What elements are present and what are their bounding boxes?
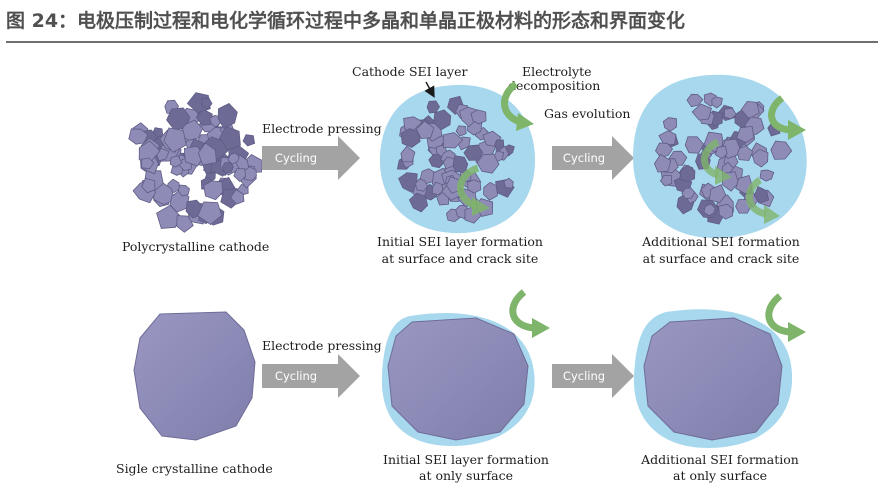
crystal-grain — [736, 125, 755, 143]
initial-sei-single-particle — [381, 312, 535, 446]
sei-pointer-arrow — [424, 81, 435, 98]
crystal-grain — [770, 140, 793, 160]
crystal-grain — [476, 153, 500, 174]
crystal-grain — [195, 108, 213, 126]
crystal-grain — [653, 153, 672, 173]
crystal-grain — [463, 144, 484, 161]
crystal-grain — [242, 134, 256, 147]
cycling-label-bottom-1: Cycling — [275, 369, 317, 383]
crystal-grain — [141, 177, 156, 194]
cycling-arrow-top-2: Cycling — [552, 136, 634, 180]
crystal-grain — [470, 109, 487, 125]
caption-additional-sei-top-2: at surface and crack site — [643, 251, 800, 266]
electrolyte-arrow-top-mid — [501, 81, 534, 131]
crystal-grain — [740, 100, 760, 119]
crystal-grain — [723, 107, 737, 120]
crystal-grain — [442, 132, 464, 149]
crystal-grain — [141, 157, 155, 170]
caption-initial-sei-top-2: at surface and crack site — [382, 251, 539, 266]
crystal-grain — [415, 120, 435, 140]
crystal-grain — [659, 174, 673, 187]
cathode-sei-layer-label: Cathode SEI layer — [352, 64, 467, 79]
crystal-grain — [751, 148, 769, 168]
crystal-grain — [759, 169, 775, 182]
crystal-grain — [736, 145, 754, 161]
cycling-arrow-top-1: Cycling — [262, 136, 360, 180]
crystal-grain — [178, 119, 204, 141]
crystal-grain — [176, 215, 194, 233]
crystal-grain — [128, 128, 149, 145]
crystal-grain — [681, 187, 696, 200]
crystal-grain — [708, 184, 727, 203]
gas-arrow-top-mid — [457, 164, 490, 216]
cycling-label-bottom-2: Cycling — [563, 369, 605, 383]
crystal-grain — [408, 192, 429, 213]
caption-polycrystalline: Polycrystalline cathode — [122, 239, 269, 254]
crystal-grain — [197, 201, 223, 225]
gas-evolution-label: Gas evolution — [544, 106, 630, 121]
crystal-grain — [684, 136, 705, 154]
electrode-pressing-label-bottom: Electrode pressing — [262, 338, 382, 353]
crystal-grain — [163, 127, 187, 153]
crystal-grain — [662, 117, 677, 132]
cycling-label-top-2: Cycling — [563, 151, 605, 165]
green-arrows-top-right — [701, 95, 806, 224]
single-crystal-particle — [133, 311, 256, 441]
caption-initial-sei-bottom-1: Initial SEI layer formation — [383, 452, 549, 467]
figure-title: 图 24：电极压制过程和电化学循环过程中多晶和单晶正极材料的形态和界面变化 — [6, 10, 686, 32]
crystal-grain — [426, 100, 440, 114]
crystal-grain — [714, 145, 728, 160]
crystal-grain — [414, 178, 429, 192]
crystal-grain — [493, 139, 505, 152]
caption-additional-sei-bottom-1: Additional SEI formation — [640, 452, 799, 467]
crystal-grain — [753, 185, 770, 204]
additional-sei-poly-particle — [632, 74, 807, 239]
crystal-grain — [467, 179, 482, 194]
crystal-grain — [718, 203, 734, 220]
electrode-pressing-label-top: Electrode pressing — [262, 121, 382, 136]
cycling-arrow-bottom-1: Cycling — [262, 354, 360, 398]
crystal-grain — [658, 130, 677, 146]
additional-sei-single-particle — [633, 309, 793, 448]
crystal-grain — [455, 125, 467, 137]
crystal-grain — [459, 106, 478, 128]
cycling-label-top-1: Cycling — [275, 151, 317, 165]
crystal-grain — [233, 168, 247, 183]
crystal-grain — [177, 184, 190, 197]
crystal-grain — [703, 203, 716, 217]
crystal-grain — [679, 164, 696, 183]
crystal-grain — [433, 109, 452, 131]
caption-single-crystal: Sigle crystalline cathode — [116, 461, 273, 476]
crystal-grain — [400, 145, 416, 163]
polycrystalline-particle — [120, 91, 264, 235]
crystal-grain — [203, 180, 224, 201]
crystal-grain — [686, 93, 704, 108]
crystal-grain — [503, 177, 514, 189]
crystal-grain — [138, 140, 161, 162]
electrolyte-label-line1: Electrolyte — [522, 64, 592, 79]
crystal-grain — [201, 97, 213, 110]
caption-initial-sei-top-1: Initial SEI layer formation — [377, 234, 543, 249]
green-arrow-bottom-mid — [509, 289, 550, 338]
crystal-grain — [197, 142, 217, 166]
crystal-grain — [442, 156, 455, 170]
cycling-arrow-bottom-2: Cycling — [552, 354, 634, 398]
caption-additional-sei-top-1: Additional SEI formation — [641, 234, 800, 249]
electrolyte-label-line2: decomposition — [508, 78, 600, 93]
caption-initial-sei-bottom-2: at only surface — [419, 468, 513, 483]
crystal-grain — [431, 181, 444, 196]
crystal-grain — [227, 152, 240, 165]
crystal-grain — [169, 155, 183, 168]
crystal-grain — [217, 103, 238, 129]
crystal-grain — [691, 103, 712, 121]
crystal-grain — [398, 172, 418, 194]
crystal-grain — [221, 161, 234, 174]
title-divider — [6, 41, 878, 43]
green-arrow-bottom-right — [765, 293, 806, 342]
caption-additional-sei-bottom-2: at only surface — [673, 468, 767, 483]
crystal-grain — [711, 96, 723, 109]
initial-sei-poly-particle — [379, 84, 535, 234]
crystal-grain — [230, 189, 245, 205]
